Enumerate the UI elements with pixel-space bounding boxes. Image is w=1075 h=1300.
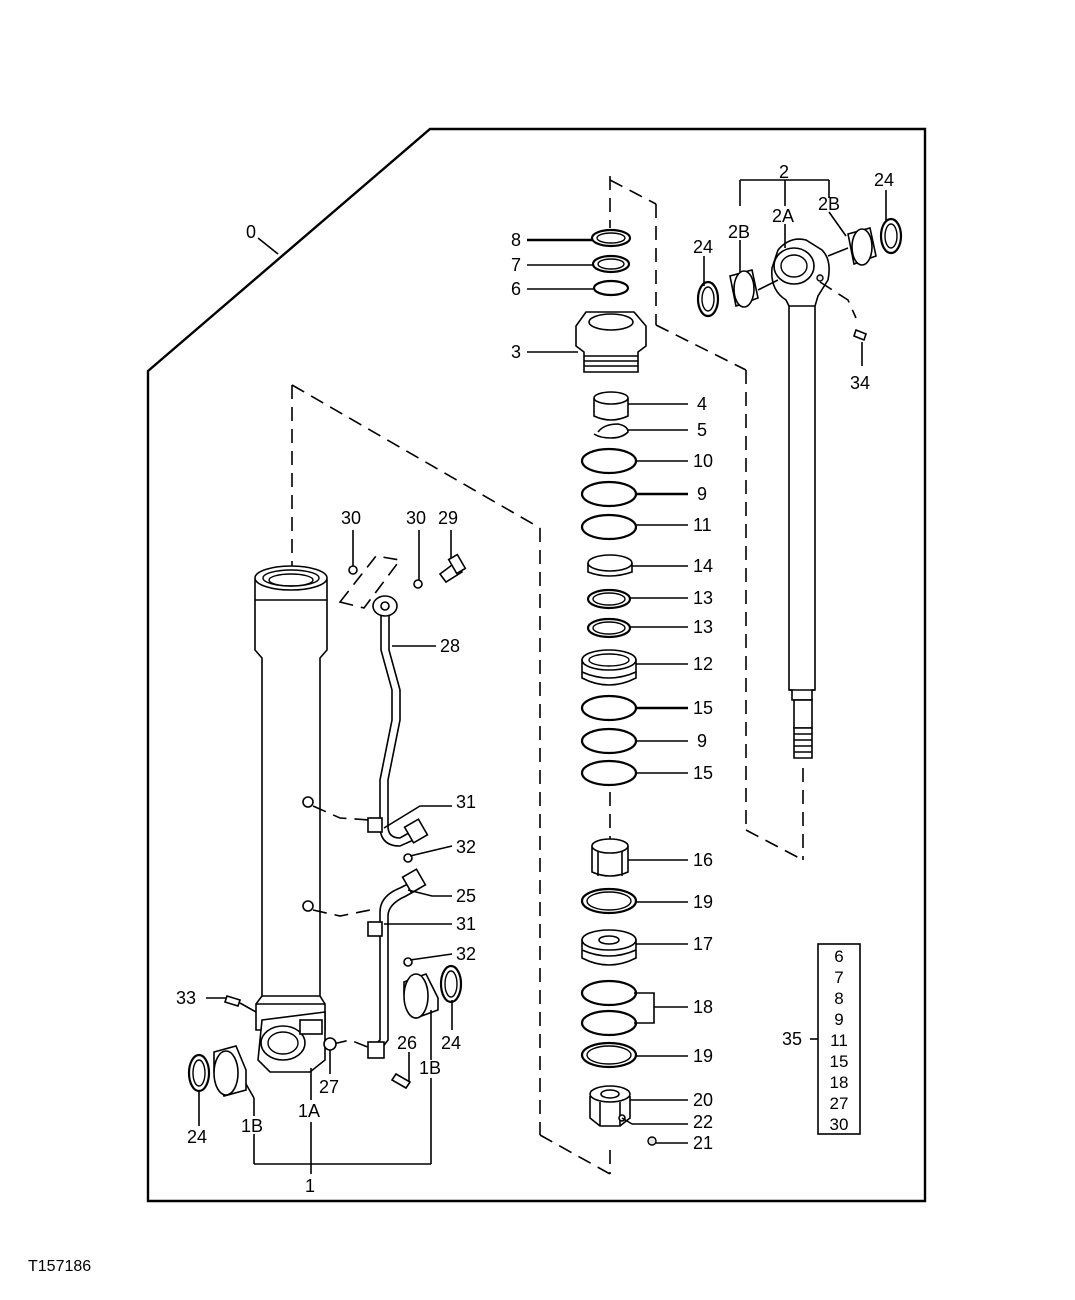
label-29: 29 xyxy=(438,508,458,528)
rod-guide-head-3 xyxy=(575,311,647,373)
ring-18-upper xyxy=(580,979,638,1007)
ring-9-upper xyxy=(580,480,638,508)
label-32-upper: 32 xyxy=(456,837,476,857)
ring-13-lower xyxy=(586,617,632,639)
label-5: 5 xyxy=(697,420,707,440)
label-1a: 1A xyxy=(298,1101,320,1121)
kit-item: 9 xyxy=(834,1010,843,1029)
cylinder-barrel xyxy=(254,565,328,1073)
label-31-lower: 31 xyxy=(456,914,476,934)
label-4: 4 xyxy=(697,394,707,414)
label-24-barrel-right: 24 xyxy=(441,1033,461,1053)
bushing-4 xyxy=(593,391,629,421)
label-2b-left: 2B xyxy=(728,222,750,242)
label-2a: 2A xyxy=(772,206,794,226)
label-2b-right: 2B xyxy=(818,194,840,214)
seal-24-rod-right xyxy=(879,217,903,255)
label-30-left: 30 xyxy=(341,508,361,528)
label-27: 27 xyxy=(319,1077,339,1097)
kit-item: 18 xyxy=(830,1073,849,1092)
label-9-upper: 9 xyxy=(697,484,707,504)
label-11: 11 xyxy=(693,515,712,535)
ring-14 xyxy=(587,554,633,577)
label-22: 22 xyxy=(693,1112,713,1132)
label-13-lower: 13 xyxy=(693,617,713,637)
label-19-upper: 19 xyxy=(693,892,713,912)
ring-10 xyxy=(580,447,638,475)
ring-9-lower xyxy=(580,727,638,755)
label-14: 14 xyxy=(693,556,713,576)
ring-13-upper xyxy=(586,588,632,610)
label-34: 34 xyxy=(850,373,870,393)
label-24-rod-left: 24 xyxy=(693,237,713,257)
label-24-barrel-left: 24 xyxy=(187,1127,207,1147)
label-26: 26 xyxy=(397,1033,417,1053)
ring-19-upper xyxy=(580,887,638,915)
kit-box-35 xyxy=(810,943,861,1135)
label-32-lower: 32 xyxy=(456,944,476,964)
piston-12 xyxy=(581,649,637,686)
label-0: 0 xyxy=(246,222,256,242)
ring-11 xyxy=(580,513,638,541)
kit-item: 15 xyxy=(830,1052,849,1071)
label-2: 2 xyxy=(779,162,789,182)
label-9-lower: 9 xyxy=(697,731,707,751)
piston-17 xyxy=(581,929,637,966)
label-15-upper: 15 xyxy=(693,698,713,718)
label-12: 12 xyxy=(693,654,713,674)
figure-id: T157186 xyxy=(28,1258,91,1275)
ring-15-upper xyxy=(580,694,638,722)
tube-25 xyxy=(367,868,427,1059)
label-20: 20 xyxy=(693,1090,713,1110)
bushing-1b-left xyxy=(213,1045,247,1097)
kit-item: 27 xyxy=(830,1094,849,1113)
ring-18-lower xyxy=(580,1009,638,1037)
bushing-2b-right xyxy=(847,227,877,266)
label-3: 3 xyxy=(511,342,521,362)
label-25: 25 xyxy=(456,886,476,906)
label-1b-left: 1B xyxy=(241,1116,263,1136)
label-8: 8 xyxy=(511,230,521,250)
ring-6 xyxy=(592,279,630,297)
seal-24-rod-left xyxy=(696,280,720,318)
label-31-upper: 31 xyxy=(456,792,476,812)
label-16: 16 xyxy=(693,850,713,870)
tube-28 xyxy=(367,595,429,863)
seal-24-barrel-left xyxy=(187,1053,211,1093)
label-6: 6 xyxy=(511,279,521,299)
kit-item: 30 xyxy=(830,1115,849,1134)
label-13-upper: 13 xyxy=(693,588,713,608)
label-28: 28 xyxy=(440,636,460,656)
ring-8 xyxy=(590,228,632,248)
label-19-lower: 19 xyxy=(693,1046,713,1066)
label-21: 21 xyxy=(693,1133,713,1153)
label-35: 35 xyxy=(782,1029,802,1049)
label-15-lower: 15 xyxy=(693,763,713,783)
label-17: 17 xyxy=(693,934,713,954)
label-1b-right: 1B xyxy=(419,1058,441,1078)
label-1: 1 xyxy=(305,1176,315,1196)
kit-item: 11 xyxy=(830,1031,848,1050)
kit-item: 8 xyxy=(834,989,843,1008)
assembly-frame xyxy=(146,127,927,1203)
seal-24-barrel-right xyxy=(439,964,463,1004)
kit-item: 6 xyxy=(834,947,843,966)
bushing-1b-right xyxy=(403,973,439,1019)
bushing-2b-left xyxy=(729,269,759,308)
ring-19-lower xyxy=(580,1041,638,1069)
label-10: 10 xyxy=(693,451,713,471)
label-24-rod-right: 24 xyxy=(874,170,894,190)
label-7: 7 xyxy=(511,255,521,275)
label-33: 33 xyxy=(176,988,196,1008)
ring-7 xyxy=(591,254,631,274)
label-18: 18 xyxy=(693,997,713,1017)
ring-15-lower xyxy=(580,759,638,787)
kit-item: 7 xyxy=(834,968,843,987)
piston-rod xyxy=(770,238,830,759)
snap-ring-5 xyxy=(593,423,629,439)
cushion-16 xyxy=(591,838,629,877)
label-30-right: 30 xyxy=(406,508,426,528)
